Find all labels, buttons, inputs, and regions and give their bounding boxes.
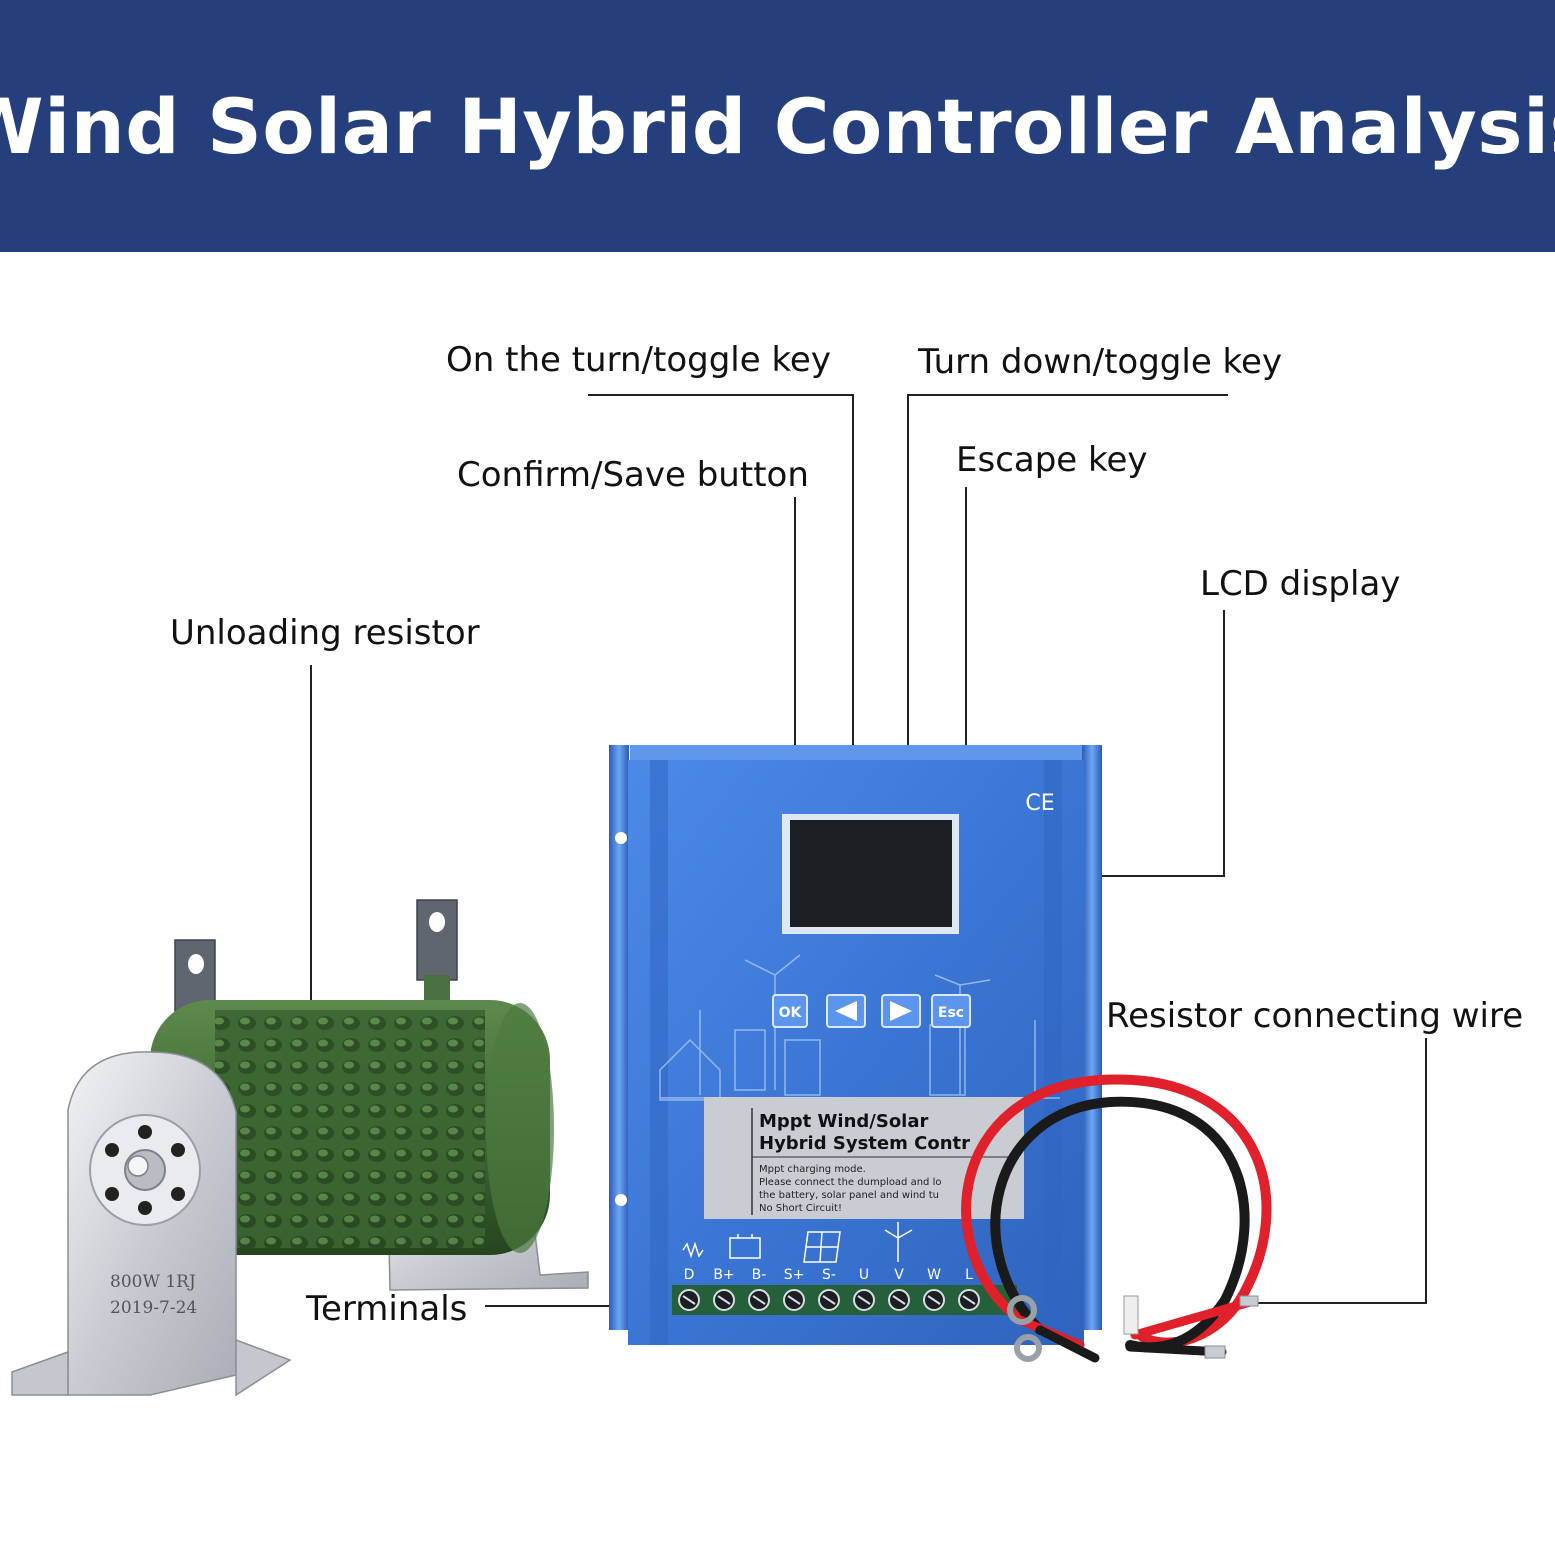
red-wire [961, 1074, 1272, 1348]
label-title-line-2: Hybrid System Contr [759, 1133, 970, 1154]
label-title-line-1: Mppt Wind/Solar [759, 1111, 928, 1132]
terminal-screw[interactable] [923, 1289, 945, 1311]
terminal-label: U [859, 1267, 869, 1283]
battery-icon [729, 1237, 761, 1259]
solar-panel-icon [803, 1231, 841, 1263]
wind-turbine-icon [884, 1222, 913, 1262]
callout-down-toggle-key: Turn down/toggle key [918, 342, 1283, 382]
terminal-screw[interactable] [713, 1289, 735, 1311]
unloading-resistor: 800W 1RJ 2019-7-24 [11, 899, 589, 1397]
callout-up-toggle-key: On the turn/toggle key [446, 340, 831, 380]
terminal-label: L [965, 1267, 973, 1283]
ring-terminal [1007, 1295, 1037, 1325]
escape-key-label: Esc [938, 1005, 964, 1021]
label-line: the battery, solar panel and wind tu [759, 1190, 939, 1201]
label-line: Please connect the dumpload and lo [759, 1177, 941, 1188]
controller-top-lip [630, 745, 1082, 763]
fork-terminal [1204, 1345, 1226, 1359]
ring-terminal [1014, 1334, 1042, 1362]
ce-mark: CE [1025, 791, 1054, 816]
label-line: No Short Circuit! [759, 1203, 842, 1214]
terminal-screws [678, 1289, 980, 1311]
mount-hole [615, 832, 627, 844]
cable-tie [1123, 1295, 1139, 1335]
terminal-screw[interactable] [678, 1289, 700, 1311]
terminal-screw[interactable] [748, 1289, 770, 1311]
terminal-screw[interactable] [853, 1289, 875, 1311]
title-banner: Wind Solar Hybrid Controller Analysis [0, 0, 1555, 252]
terminal-label: D [684, 1267, 695, 1283]
callout-resistor-connecting-wire: Resistor connecting wire [1106, 996, 1524, 1036]
page-title: Wind Solar Hybrid Controller Analysis [0, 81, 1555, 171]
terminal-label: B- [752, 1267, 767, 1283]
callout-unloading-resistor: Unloading resistor [170, 613, 480, 653]
terminal-icons-row [682, 1222, 913, 1263]
ok-key-label: OK [779, 1005, 803, 1021]
terminal-label: V [894, 1267, 904, 1283]
callout-confirm-button: Confirm/Save button [457, 455, 809, 495]
right-arrow-icon [890, 1001, 912, 1021]
resistor-coil [215, 1010, 485, 1248]
escape-key[interactable]: Esc [931, 994, 971, 1028]
label-line: Mppt charging mode. [759, 1164, 866, 1175]
resistor-symbol-icon [682, 1241, 704, 1259]
controller-right-fin [1082, 745, 1102, 1330]
center-bolt [127, 1155, 149, 1177]
terminal-screw[interactable] [888, 1289, 910, 1311]
lcd-display [790, 820, 952, 927]
resistor-stamp-rating: 800W 1RJ [110, 1272, 196, 1292]
controller-unit: CE OK Esc Mppt Wind/Solar Hybrid System … [609, 745, 1102, 1345]
callout-lcd-display: LCD display [1200, 564, 1401, 604]
leader-resistor-wire [1240, 1038, 1427, 1304]
terminal-screw[interactable] [958, 1289, 980, 1311]
black-wire [990, 1096, 1250, 1353]
ok-key[interactable]: OK [772, 994, 808, 1028]
label-warning-text: Mppt charging mode. Please connect the du… [759, 1164, 941, 1214]
up-toggle-key[interactable] [826, 994, 866, 1028]
terminal-label: B+ [713, 1267, 734, 1283]
down-toggle-key[interactable] [881, 994, 921, 1028]
callout-terminals: Terminals [306, 1289, 468, 1329]
left-arrow-icon [835, 1001, 857, 1021]
controller-left-fin [609, 745, 629, 1330]
fork-terminal [1239, 1295, 1259, 1307]
resistor-stamp-date: 2019-7-24 [110, 1298, 197, 1318]
mount-hole [615, 1194, 627, 1206]
terminal-screw[interactable] [818, 1289, 840, 1311]
terminal-label: S+ [784, 1267, 805, 1283]
terminal-labels: D B+ B- S+ S- U V W L [684, 1267, 973, 1283]
terminal-label: W [927, 1267, 941, 1283]
terminal-label: S- [822, 1267, 836, 1283]
terminal-screw[interactable] [783, 1289, 805, 1311]
resistor-connecting-wire [961, 1074, 1272, 1363]
callout-escape-key: Escape key [956, 440, 1148, 480]
terminal-tab-right [416, 899, 458, 1000]
